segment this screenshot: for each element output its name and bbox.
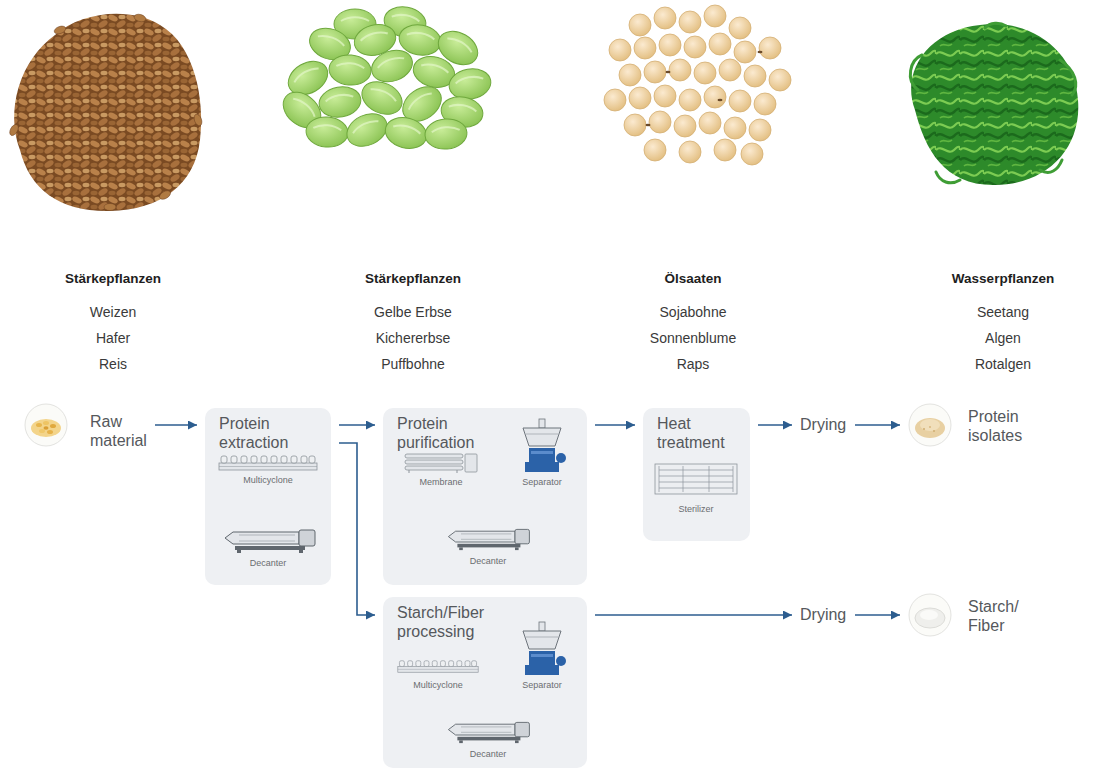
equipment-icon xyxy=(403,452,479,474)
box-title: Protein extraction xyxy=(219,414,319,452)
flow-arrow xyxy=(155,424,197,426)
plant-name: Algen xyxy=(985,330,1021,347)
equipment-icon xyxy=(517,418,567,474)
box-title: Heat treatment xyxy=(657,414,737,452)
flow-arrow xyxy=(758,424,792,426)
flow-arrow xyxy=(339,424,375,426)
broad-bean-illustration xyxy=(276,4,493,153)
category-heading: Wasserpflanzen xyxy=(952,271,1054,287)
category-heading: Stärkepflanzen xyxy=(65,271,161,287)
equipment-label: Sterilizer xyxy=(678,504,713,515)
equipment-icon xyxy=(443,524,533,551)
wheat-illustration xyxy=(8,13,203,211)
plant-name: Weizen xyxy=(90,304,136,321)
equipment-label: Multicyclone xyxy=(243,475,293,486)
category-heading: Ölsaaten xyxy=(664,271,721,287)
flow-arrow xyxy=(595,614,792,616)
step-label: Drying xyxy=(800,605,846,624)
equipment-label: Separator xyxy=(522,680,562,691)
box-title: Protein purification xyxy=(397,414,497,452)
equipment-icon xyxy=(908,403,952,447)
equipment-label: Membrane xyxy=(419,477,462,488)
equipment-icon xyxy=(217,454,319,472)
flow-arrow xyxy=(855,424,900,426)
plant-name: Kichererbse xyxy=(376,330,451,347)
step-label-node: Drying xyxy=(800,605,847,625)
equipment-label: Decanter xyxy=(470,749,507,760)
product-node: Protein isolates xyxy=(908,403,1023,447)
equipment-icon xyxy=(653,460,739,498)
box-title: Starch/Fiber processing xyxy=(397,603,497,641)
plant-name: Raps xyxy=(677,356,710,373)
plant-name: Rotalgen xyxy=(975,356,1031,373)
equipment-icon xyxy=(908,593,952,637)
process-box: Protein extractionMulticycloneDecanter xyxy=(205,408,331,585)
equipment-icon xyxy=(397,659,479,674)
flow-arrow xyxy=(595,424,635,426)
process-box: Heat treatmentSterilizer xyxy=(643,408,750,541)
equipment-icon xyxy=(24,403,68,447)
seaweed-illustration xyxy=(910,23,1078,185)
flow-arrow xyxy=(339,443,375,615)
equipment-label: Separator xyxy=(522,477,562,488)
category-heading: Stärkepflanzen xyxy=(365,271,461,287)
equipment-icon xyxy=(517,621,567,677)
plant-name: Seetang xyxy=(977,304,1029,321)
process-box: Protein purificationMembrane SeparatorDec… xyxy=(383,408,587,585)
flow-arrow xyxy=(855,614,900,616)
plant-name: Sonnenblume xyxy=(650,330,736,347)
product-node: Starch/ Fiber xyxy=(908,593,1019,637)
step-label-node: Drying xyxy=(800,415,847,435)
raw-material-node: Raw material xyxy=(24,403,147,451)
soybean-illustration xyxy=(604,5,791,165)
equipment-icon xyxy=(443,717,533,744)
plant-name: Hafer xyxy=(96,330,130,347)
material-label: Raw material xyxy=(90,412,147,450)
equipment-label: Multicyclone xyxy=(413,680,463,691)
product-label: Starch/ Fiber xyxy=(968,597,1019,635)
plant-name: Puffbohne xyxy=(381,356,445,373)
plant-name: Reis xyxy=(99,356,127,373)
process-box: Starch/Fiber processingMulticyclone Separ… xyxy=(383,597,587,768)
equipment-icon xyxy=(219,524,319,554)
equipment-label: Decanter xyxy=(470,556,507,567)
equipment-label: Decanter xyxy=(250,558,287,569)
product-label: Protein isolates xyxy=(968,407,1022,445)
plant-name: Sojabohne xyxy=(660,304,727,321)
step-label: Drying xyxy=(800,415,846,434)
plant-name: Gelbe Erbse xyxy=(374,304,452,321)
